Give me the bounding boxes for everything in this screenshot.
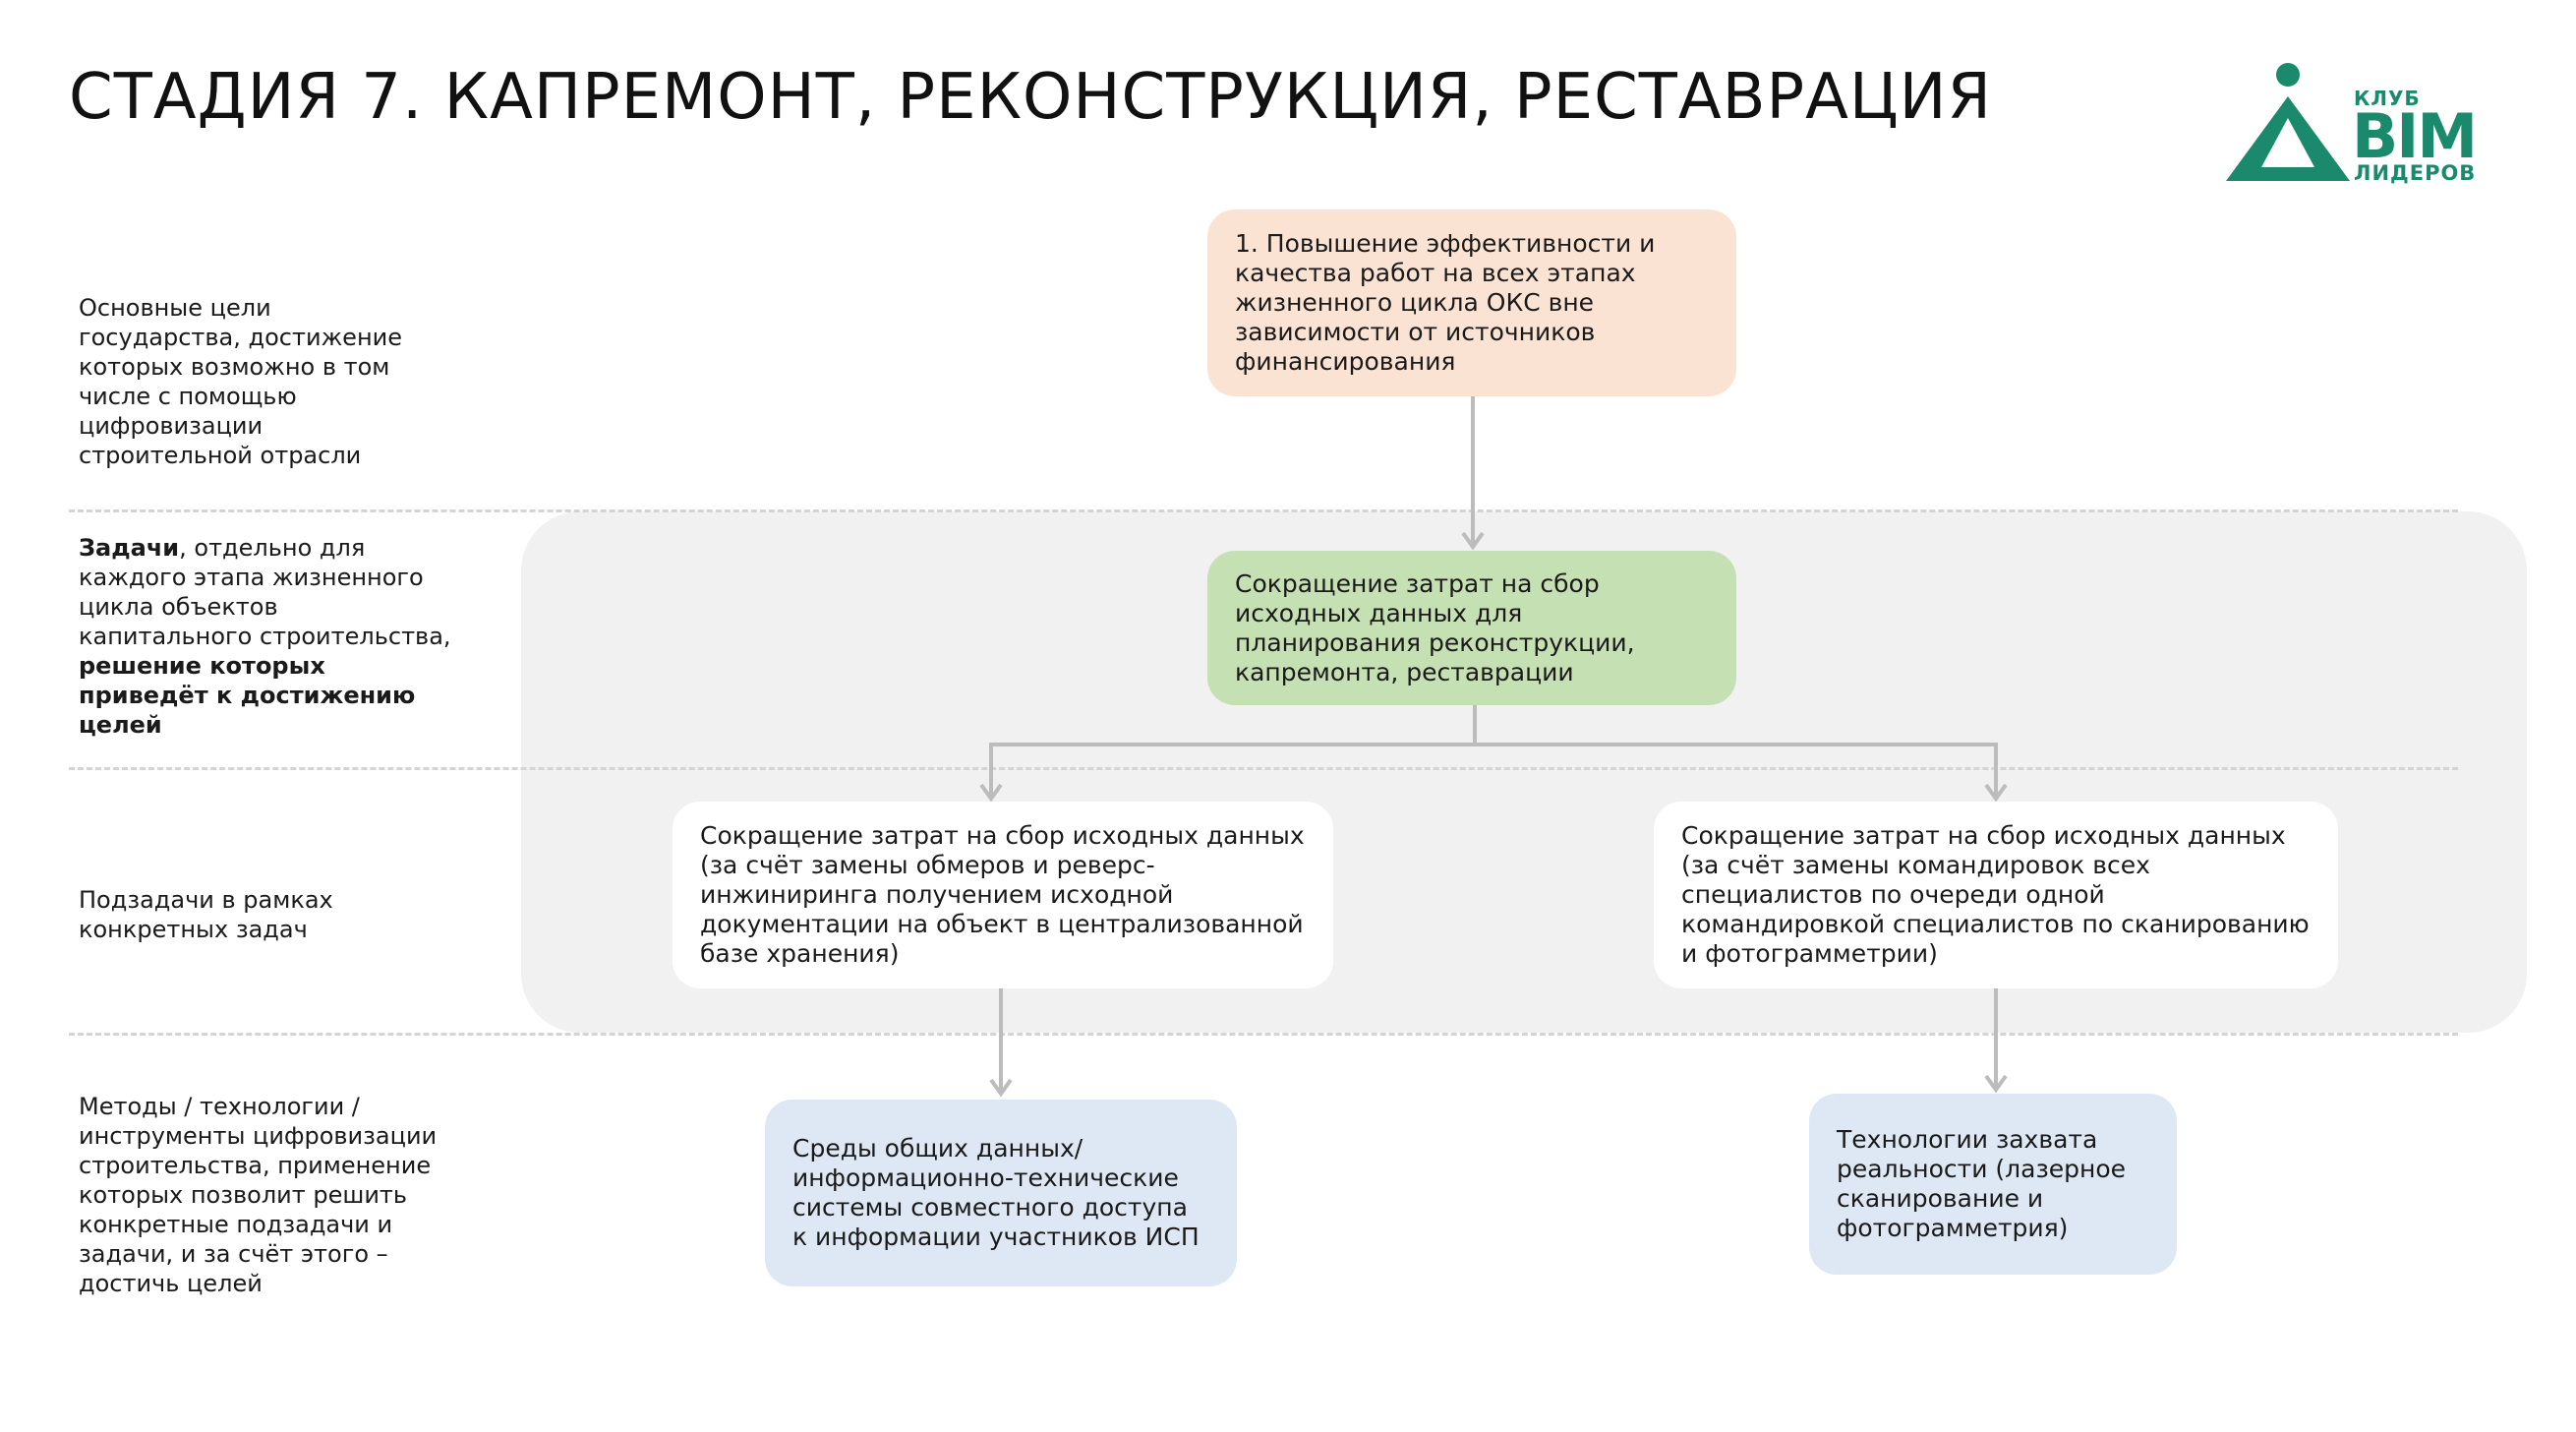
logo-text-bim: BIM bbox=[2352, 100, 2478, 172]
method-right-text: Технологии захвата реальности (лазерное … bbox=[1837, 1125, 2127, 1242]
arrow-head-subtask-left bbox=[979, 783, 1003, 803]
subtasks-row-label: Подзадачи в рамках конкретных задач bbox=[79, 886, 333, 943]
task-text: Сокращение затрат на сбор исходных данны… bbox=[1235, 568, 1635, 686]
subtask-right-text: Сокращение затрат на сбор исходных данны… bbox=[1681, 821, 2310, 968]
tasks-label-bold-1: Задачи bbox=[79, 534, 180, 562]
tasks-row-label: Задачи, отдельно для каждого этапа жизне… bbox=[79, 533, 452, 740]
logo: КЛУБ BIM ЛИДЕРОВ bbox=[2224, 57, 2509, 195]
method-right-node: Технологии захвата реальности (лазерное … bbox=[1809, 1094, 2177, 1275]
goal-node: 1. Повышение эффективности и качества ра… bbox=[1207, 209, 1736, 396]
subtask-left-text: Сокращение затрат на сбор исходных данны… bbox=[700, 821, 1305, 968]
method-left-text: Среды общих данных/информационно-техниче… bbox=[792, 1134, 1200, 1251]
method-left-node: Среды общих данных/информационно-техниче… bbox=[765, 1100, 1237, 1286]
page-title: СТАДИЯ 7. КАПРЕМОНТ, РЕКОНСТРУКЦИЯ, РЕСТ… bbox=[69, 61, 1992, 134]
tasks-label-bold-2: решение которых приведёт к достижению це… bbox=[79, 652, 416, 739]
subtask-left-node: Сокращение затрат на сбор исходных данны… bbox=[673, 802, 1333, 988]
tasks-label-text: , отдельно для каждого этапа жизненного … bbox=[79, 534, 451, 650]
methods-row-label: Методы / технологии / инструменты цифров… bbox=[79, 1093, 438, 1297]
goal-text: 1. Повышение эффективности и качества ра… bbox=[1235, 229, 1656, 376]
divider-2 bbox=[69, 767, 2458, 770]
goals-row-label: Основные цели государства, достижение ко… bbox=[79, 294, 403, 469]
arrow-head-subtask-right bbox=[1984, 783, 2008, 803]
subtask-right-node: Сокращение затрат на сбор исходных данны… bbox=[1654, 802, 2338, 988]
divider-3 bbox=[69, 1033, 2458, 1036]
task-node: Сокращение затрат на сбор исходных данны… bbox=[1207, 551, 1736, 705]
arrow-head-method-right bbox=[1984, 1074, 2008, 1094]
logo-icon bbox=[2226, 63, 2350, 181]
divider-1 bbox=[69, 509, 2458, 512]
logo-text-leaders: ЛИДЕРОВ bbox=[2354, 161, 2477, 185]
arrow-head-task bbox=[1461, 531, 1485, 551]
logo-text-club: КЛУБ bbox=[2354, 87, 2421, 110]
arrow-head-method-left bbox=[989, 1078, 1013, 1098]
